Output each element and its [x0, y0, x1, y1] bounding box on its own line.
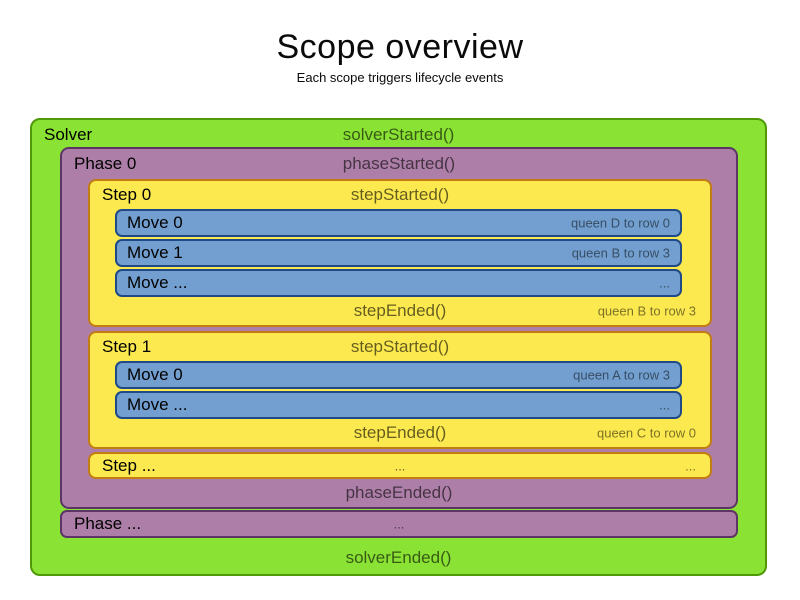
step-1-header-row: Step 1 stepStarted() [90, 333, 710, 361]
step-1-move-ellipsis-box: Move ... ... [115, 391, 682, 419]
phase-0-footer-row: phaseEnded() [62, 479, 736, 507]
move-label: Move 1 [127, 243, 183, 262]
step-0-footer-row: stepEnded() queen B to row 3 [90, 297, 710, 325]
step-ellipsis-row: Step ... ... ... [90, 454, 710, 477]
step-1-ended-event: stepEnded() [353, 423, 447, 442]
phase-0-label: Phase 0 [74, 154, 137, 173]
phase-ellipsis-scope-box: Phase ... ... [60, 510, 738, 538]
move-label: Move 0 [127, 365, 183, 384]
phase-0-scope-box: Phase 0 phaseStarted() Step 0 stepStarte… [60, 147, 738, 509]
solver-scope-box: Solver solverStarted() Phase 0 phaseStar… [30, 118, 767, 576]
step-0-ended-annotation: queen B to row 3 [597, 303, 696, 319]
step-0-header-row: Step 0 stepStarted() [90, 181, 710, 209]
step-0-move-0-box: Move 0 queen D to row 0 [115, 209, 682, 237]
phase-ellipsis-label: Phase ... [74, 514, 142, 533]
solver-header-row: Solver solverStarted() [32, 120, 765, 149]
step-ellipsis-center-dots: ... [394, 458, 406, 473]
phase-0-ended-event: phaseEnded() [345, 483, 453, 502]
move-annotation: queen D to row 0 [570, 215, 670, 231]
step-1-scope-box: Step 1 stepStarted() Move 0 queen A to r… [88, 331, 712, 449]
step-1-label: Step 1 [102, 337, 152, 356]
step-1-ended-annotation: queen C to row 0 [596, 425, 696, 441]
step-1-started-event: stepStarted() [350, 337, 450, 356]
solver-started-event: solverStarted() [342, 124, 455, 144]
phase-0-header-row: Phase 0 phaseStarted() [62, 149, 736, 179]
step-0-move-1-box: Move 1 queen B to row 3 [115, 239, 682, 267]
move-annotation: ... [659, 397, 670, 413]
move-annotation: queen A to row 3 [573, 367, 670, 383]
step-0-label: Step 0 [102, 185, 152, 204]
move-annotation: ... [659, 275, 670, 291]
solver-ended-event: solverEnded() [345, 548, 452, 567]
phase-0-started-event: phaseStarted() [342, 154, 456, 173]
step-0-ended-event: stepEnded() [353, 301, 447, 320]
page-subtitle: Each scope triggers lifecycle events [296, 70, 504, 85]
step-0-move-ellipsis-box: Move ... ... [115, 269, 682, 297]
move-label: Move ... [127, 273, 188, 292]
phase-ellipsis-row: Phase ... ... [62, 512, 736, 536]
step-0-scope-box: Step 0 stepStarted() Move 0 queen D to r… [88, 179, 712, 327]
step-0-started-event: stepStarted() [350, 185, 450, 204]
move-annotation: queen B to row 3 [571, 245, 670, 261]
solver-label: Solver [44, 124, 93, 144]
step-1-move-0-box: Move 0 queen A to row 3 [115, 361, 682, 389]
phase-ellipsis-center-dots: ... [393, 516, 405, 532]
step-ellipsis-right-dots: ... [685, 458, 696, 473]
page-title: Scope overview [276, 28, 524, 66]
step-1-footer-row: stepEnded() queen C to row 0 [90, 419, 710, 447]
step-ellipsis-label: Step ... [102, 455, 156, 475]
step-ellipsis-scope-box: Step ... ... ... [88, 452, 712, 479]
solver-footer-row: solverEnded() [32, 542, 765, 574]
move-label: Move 0 [127, 213, 183, 232]
move-label: Move ... [127, 395, 188, 414]
